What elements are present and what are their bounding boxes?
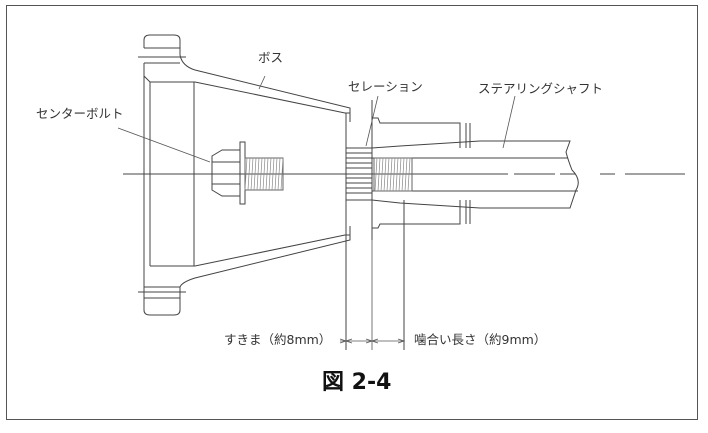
steering-shaft-leader bbox=[502, 95, 516, 149]
steering-shaft bbox=[371, 140, 579, 209]
boss-label: ボス bbox=[258, 50, 284, 65]
engagement-length-dimension-label: 噛合い長さ（約9mm） bbox=[414, 332, 547, 347]
clearance-dimension-label: すきま（約8mm） bbox=[224, 332, 332, 347]
figure-frame bbox=[6, 5, 698, 420]
figure-caption: 図 2-4 bbox=[322, 370, 392, 395]
center-bolt-head bbox=[211, 149, 241, 197]
center-bolt-label: センターボルト bbox=[36, 106, 124, 121]
boss-leader bbox=[258, 75, 266, 90]
serration-leader bbox=[365, 95, 379, 147]
serration-label: セレーション bbox=[348, 79, 423, 94]
serration bbox=[345, 147, 373, 201]
boss-top-lug bbox=[143, 34, 196, 71]
center-bolt-leader bbox=[117, 127, 211, 163]
steering-shaft-label: ステアリングシャフト bbox=[478, 81, 604, 96]
